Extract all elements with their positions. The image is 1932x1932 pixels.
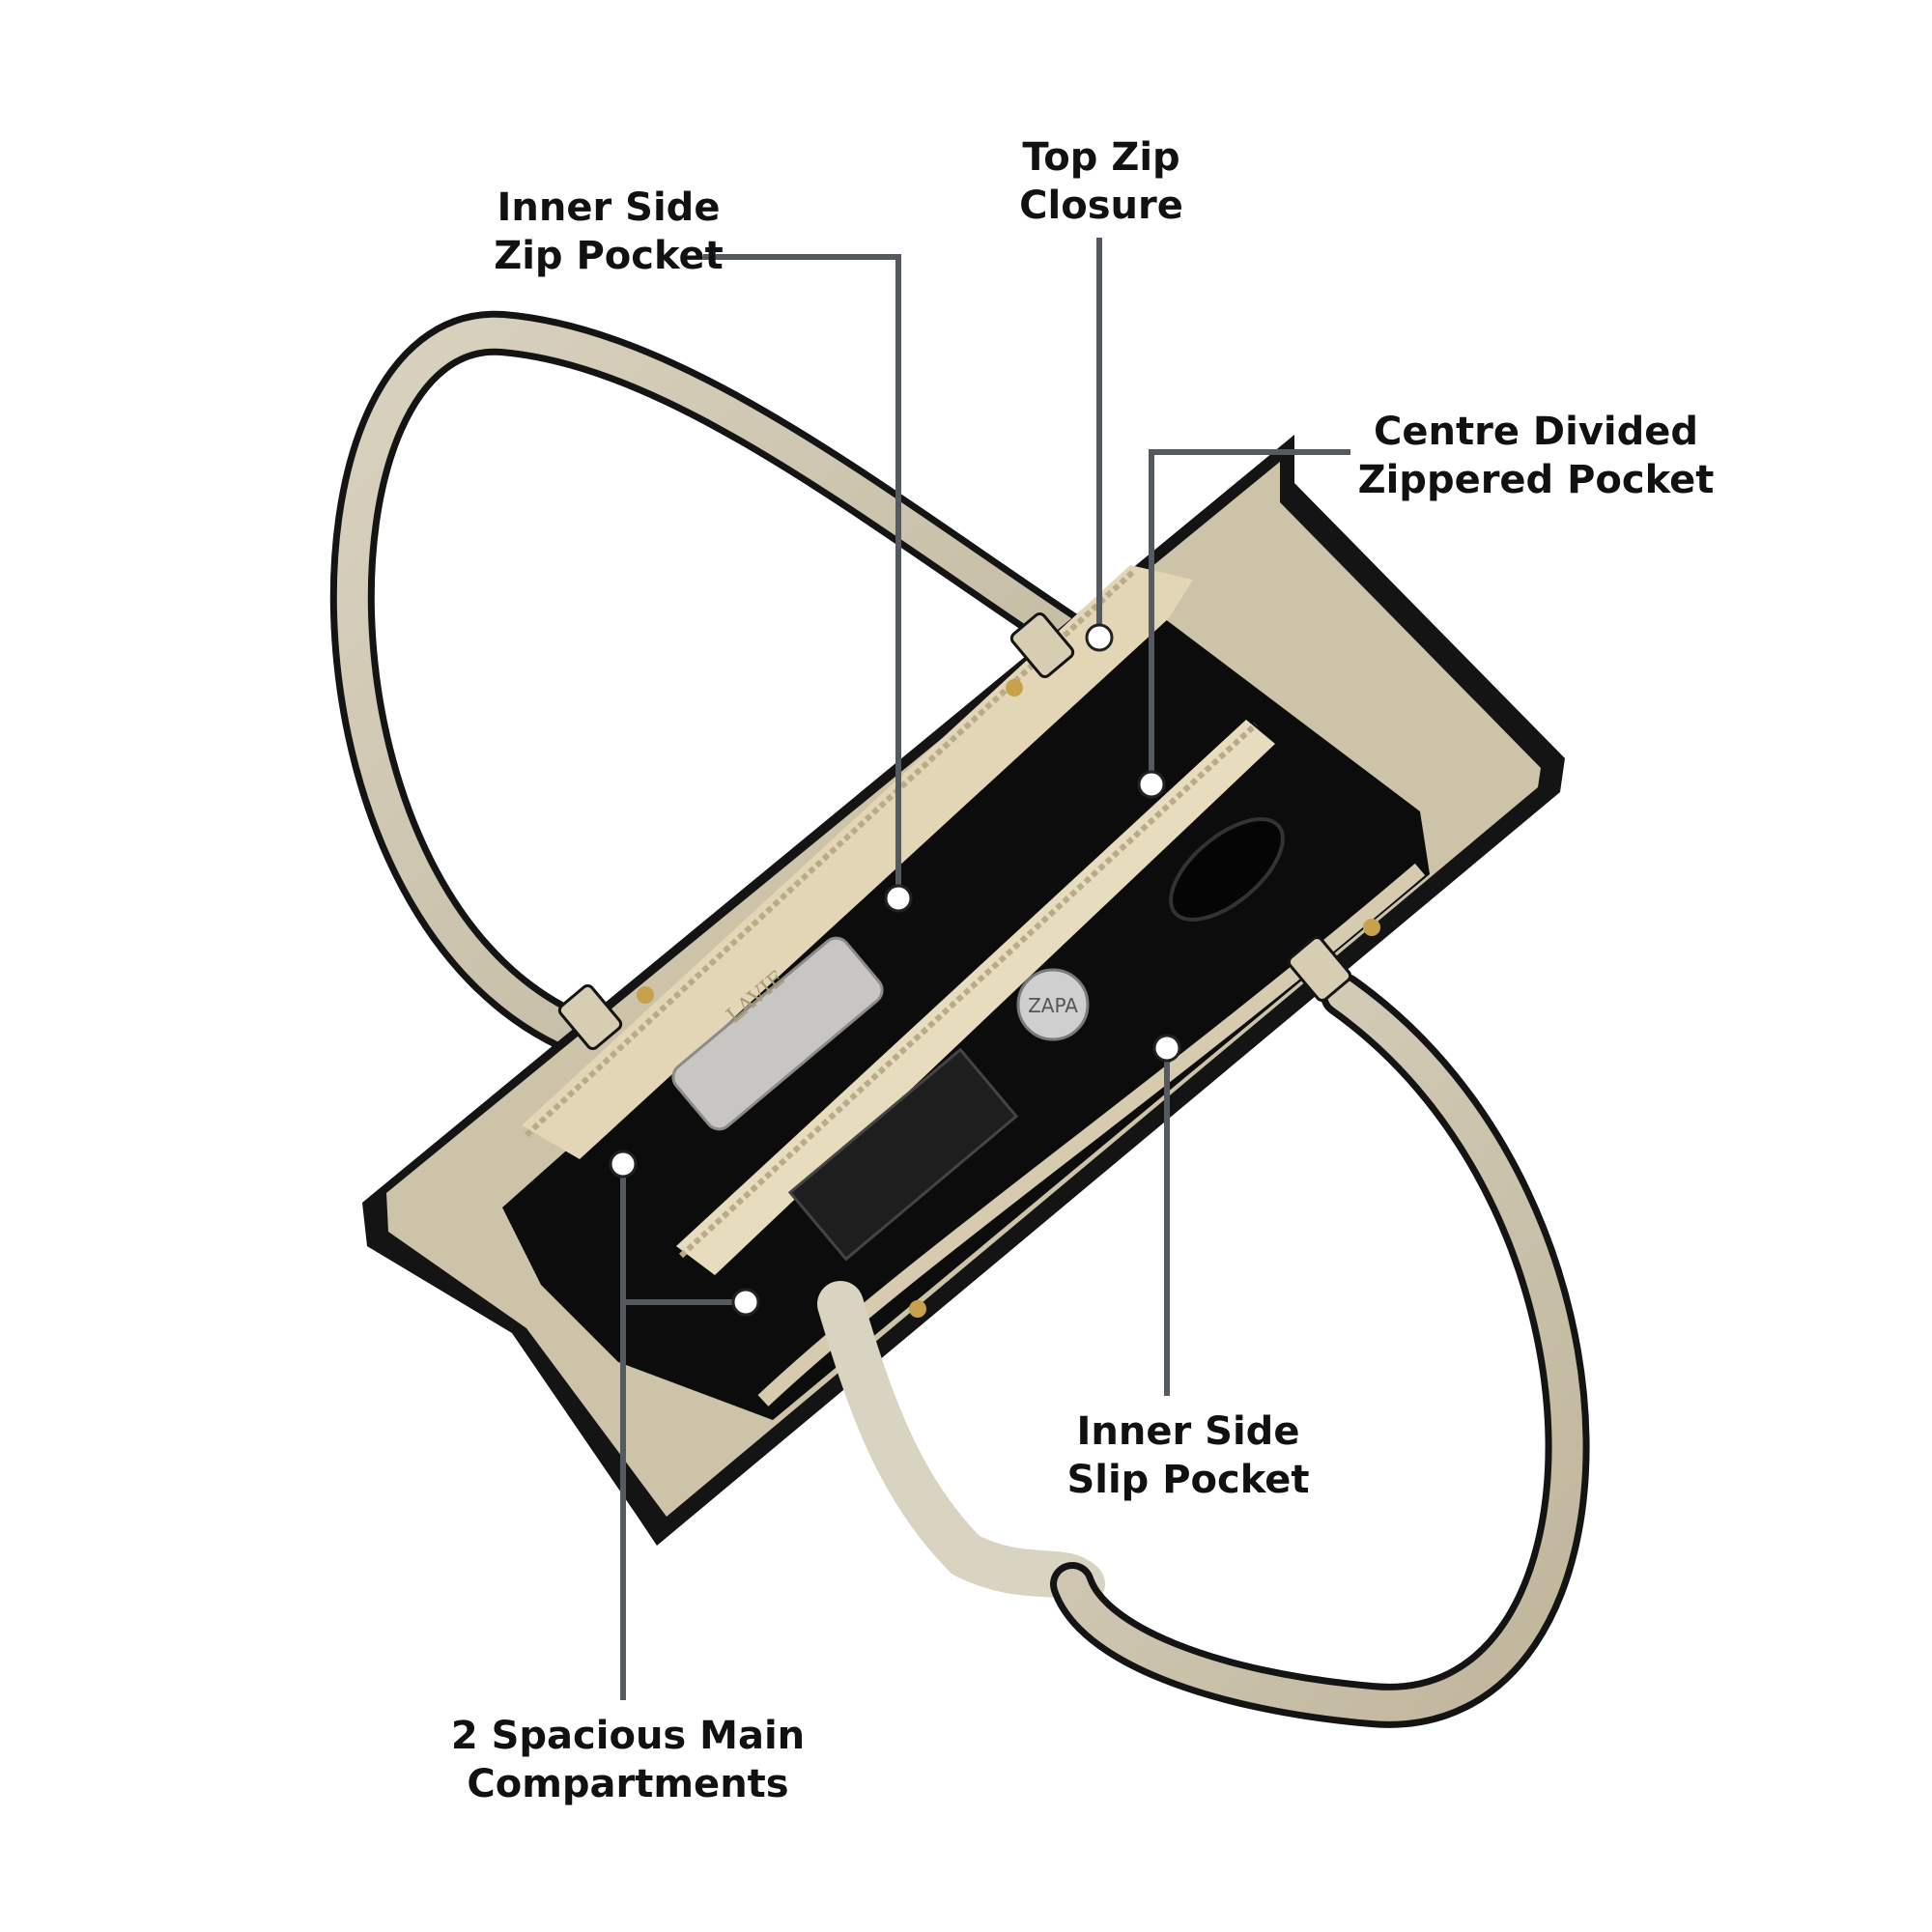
pointer-dots xyxy=(609,623,1181,1317)
phone-in-pocket xyxy=(671,936,884,1131)
dot-inner-zip xyxy=(884,884,913,913)
callout-line: Compartments xyxy=(467,1762,789,1806)
dot-slip xyxy=(1152,1034,1181,1063)
callout-line: Zip Pocket xyxy=(494,234,724,278)
callout-line: Closure xyxy=(1019,184,1183,228)
callout-line: 2 Spacious Main xyxy=(450,1714,806,1758)
gold-ring xyxy=(637,986,654,1004)
leader-main xyxy=(620,1164,746,1700)
handle-tab xyxy=(557,984,623,1050)
leader-inner-zip xyxy=(703,254,901,898)
callout-line: Inner Side xyxy=(497,185,721,230)
callout-top-zip-closure: Top Zip Closure xyxy=(966,133,1236,230)
callout-line: Zippered Pocket xyxy=(1357,458,1715,502)
dot-centre xyxy=(1137,770,1166,799)
callout-line: Slip Pocket xyxy=(1066,1458,1310,1502)
centre-divider-panel xyxy=(676,720,1275,1275)
handle-tab xyxy=(1009,612,1075,678)
bottle-brand: ZAPA xyxy=(1028,994,1078,1017)
callout-line: Centre Divided xyxy=(1374,410,1698,454)
back-handle-face xyxy=(336,317,1088,1054)
callout-line: Inner Side xyxy=(1076,1409,1300,1454)
inner-zip-line xyxy=(524,567,1138,1138)
gold-ring xyxy=(909,1300,926,1318)
notebook xyxy=(787,1047,1019,1262)
gold-ring xyxy=(1006,679,1023,696)
callout-centre-divided-pocket: Centre Divided Zippered Pocket xyxy=(1314,408,1758,504)
dot-main-1 xyxy=(609,1150,638,1179)
sunglasses xyxy=(1169,817,1285,922)
dot-main-2 xyxy=(731,1288,760,1317)
twilly-scarf xyxy=(817,1281,1105,1607)
front-handle-face xyxy=(1057,980,1583,1721)
callout-main-compartments: 2 Spacious Main Compartments xyxy=(425,1712,831,1808)
handle-tab xyxy=(1287,936,1352,1002)
gold-ring xyxy=(1363,919,1380,936)
callout-line: Top Zip xyxy=(1022,135,1180,180)
callout-inner-side-slip-pocket: Inner Side Slip Pocket xyxy=(1024,1407,1352,1504)
bottle-cap xyxy=(1016,968,1090,1041)
callout-inner-side-zip-pocket: Inner Side Zip Pocket xyxy=(444,184,773,280)
centre-zip-line xyxy=(678,722,1259,1259)
leader-centre xyxy=(1149,449,1350,784)
leader-lines xyxy=(620,238,1350,1700)
inner-zip-pocket-panel xyxy=(522,565,1193,1159)
dot-top-zip xyxy=(1085,623,1114,652)
